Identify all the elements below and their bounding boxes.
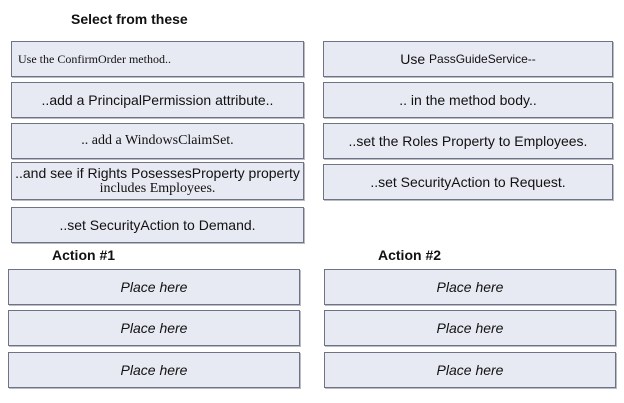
action1-drop-target[interactable]: Place here [8,310,300,346]
option-use-passguideservice[interactable]: Use PassGuideService-- [323,41,613,77]
action2-drop-target[interactable]: Place here [324,310,616,346]
option-set-securityaction-request[interactable]: ..set SecurityAction to Request. [323,164,613,200]
option-in-method-body[interactable]: .. in the method body.. [323,82,613,118]
action2-heading: Action #2 [378,247,442,263]
action1-heading: Action #1 [52,247,116,263]
drop-target-label: Place here [120,320,188,336]
drop-target-label: Place here [436,320,504,336]
option-label: ..set SecurityAction to Demand. [59,217,256,233]
option-service-name: PassGuideService-- [429,52,536,66]
drop-target-label: Place here [436,279,504,295]
option-label: ..set SecurityAction to Request. [370,174,566,190]
option-set-securityaction-demand[interactable]: ..set SecurityAction to Demand. [11,207,304,243]
option-label-line2: includes Employees. [99,181,216,196]
option-label: ..set the Roles Property to Employees. [348,133,588,149]
option-label: Use the ConfirmOrder method.. [18,52,171,66]
option-set-roles-property[interactable]: ..set the Roles Property to Employees. [323,123,613,159]
action1-drop-target[interactable]: Place here [8,352,300,388]
option-label: ..add a PrincipalPermission attribute.. [41,92,274,108]
action1-drop-target[interactable]: Place here [8,269,300,305]
option-label: .. in the method body.. [399,92,537,108]
option-add-principalpermission[interactable]: ..add a PrincipalPermission attribute.. [11,82,304,118]
drop-target-label: Place here [436,362,504,378]
option-label: .. add a WindowsClaimSet. [81,133,234,148]
option-prefix: Use [400,51,426,67]
select-heading: Select from these [71,11,188,27]
option-use-confirmorder[interactable]: Use the ConfirmOrder method.. [11,41,304,77]
option-label-line1: ..and see if Rights PosessesProperty pro… [15,165,300,181]
option-add-windowsclaimset[interactable]: .. add a WindowsClaimSet. [11,123,304,159]
option-rights-posessesproperty[interactable]: ..and see if Rights PosessesProperty pro… [11,162,304,200]
action2-drop-target[interactable]: Place here [324,352,616,388]
drop-target-label: Place here [120,279,188,295]
action2-drop-target[interactable]: Place here [324,269,616,305]
drop-target-label: Place here [120,362,188,378]
